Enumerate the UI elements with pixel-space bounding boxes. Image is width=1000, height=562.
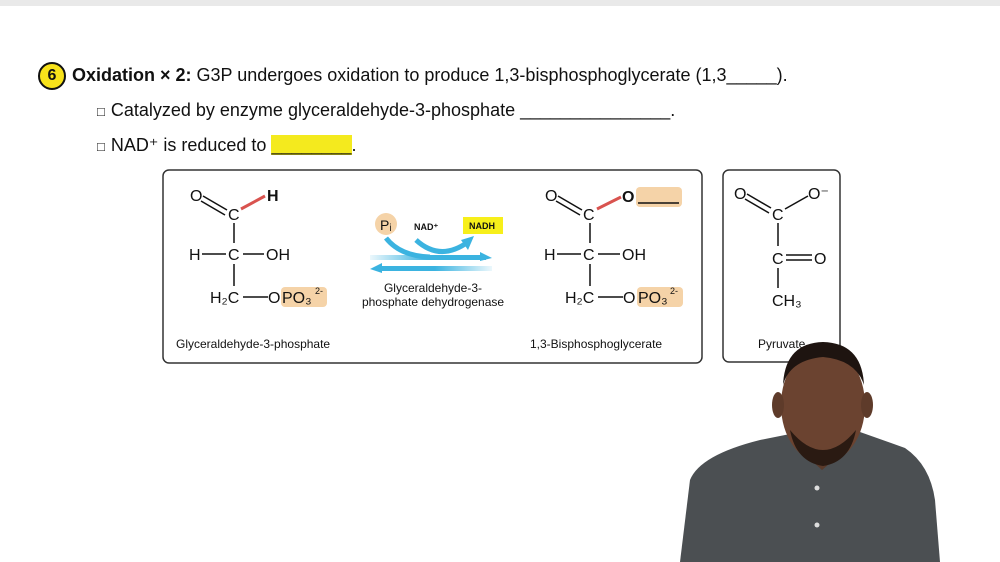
atom: H₂C xyxy=(565,290,594,307)
enzyme-label: phosphate dehydrogenase xyxy=(362,295,504,309)
highlighted-blank: ________ xyxy=(271,135,352,155)
reaction-arrows: Pᵢ NAD⁺ NADH Glyceraldehyde-3- phosphate… xyxy=(362,213,504,309)
pi-label: Pᵢ xyxy=(380,217,392,233)
reverse-arrow xyxy=(378,266,492,271)
checkbox-icon: □ xyxy=(97,104,105,119)
step-title: Oxidation × 2: xyxy=(72,64,192,85)
bullet-nad: □ NAD⁺ is reduced to ________. xyxy=(97,135,357,156)
atom: O xyxy=(814,251,826,268)
step-heading: 6 Oxidation × 2: G3P undergoes oxidation … xyxy=(38,62,788,90)
atom: O xyxy=(734,186,746,203)
bullet-text: NAD⁺ is reduced to xyxy=(110,135,272,155)
atom: O xyxy=(545,188,557,205)
atom: C xyxy=(228,247,240,264)
presenter-shirt xyxy=(680,432,940,562)
pyruvate-structure: O O⁻ C C O CH₃ Pyruvate xyxy=(734,186,829,351)
bullet-enzyme: □ Catalyzed by enzyme glyceraldehyde-3-ph… xyxy=(97,100,675,121)
charge: 2- xyxy=(670,286,678,296)
product-label: 1,3-Bisphosphoglycerate xyxy=(530,337,662,351)
reactant-structure: O H C H C OH H₂C O PO₃ 2- Glyceraldehyde… xyxy=(176,188,330,351)
top-bar xyxy=(0,0,1000,6)
atom: C xyxy=(583,207,595,224)
checkbox-icon: □ xyxy=(97,139,105,154)
nadh-highlight xyxy=(463,217,503,234)
presenter-video xyxy=(680,342,940,562)
step-number-badge: 6 xyxy=(38,62,66,90)
atom: O xyxy=(623,290,635,307)
atom: PO₃ xyxy=(282,290,312,307)
atom: H₂C xyxy=(210,290,239,307)
presenter-head xyxy=(781,347,865,463)
atom: O xyxy=(622,189,634,206)
product-structure: O C O H C OH H₂C O PO₃ 2- 1,3-Bisphospho… xyxy=(530,187,683,351)
presenter-hair xyxy=(783,342,864,385)
step-text: G3P undergoes oxidation to produce 1,3-b… xyxy=(191,64,788,85)
atom: H xyxy=(544,247,556,264)
nad-label: NAD⁺ xyxy=(414,222,438,232)
pi-circle xyxy=(375,213,397,235)
atom: OH xyxy=(622,247,646,264)
atom: C xyxy=(772,207,784,224)
bullet-text: Catalyzed by enzyme glyceraldehyde-3-pho… xyxy=(110,100,676,120)
bullet-period: . xyxy=(351,135,357,155)
reactant-label: Glyceraldehyde-3-phosphate xyxy=(176,337,330,351)
forward-arrow xyxy=(370,255,486,260)
atom: O xyxy=(268,290,280,307)
enzyme-label: Glyceraldehyde-3- xyxy=(384,281,482,295)
atom: CH₃ xyxy=(772,293,802,310)
pyruvate-box xyxy=(722,169,841,363)
atom: O⁻ xyxy=(808,186,829,203)
charge: 2- xyxy=(315,286,323,296)
atom: PO₃ xyxy=(638,290,668,307)
atom: H xyxy=(189,247,201,264)
nadh-out-arrow xyxy=(414,238,470,254)
atom: C xyxy=(772,251,784,268)
atom: C xyxy=(583,247,595,264)
atom: H xyxy=(267,188,279,205)
nadh-label: NADH xyxy=(469,221,495,231)
atom: C xyxy=(228,207,240,224)
pyruvate-label: Pyruvate xyxy=(758,337,806,351)
atom: O xyxy=(190,188,202,205)
atom: OH xyxy=(266,247,290,264)
